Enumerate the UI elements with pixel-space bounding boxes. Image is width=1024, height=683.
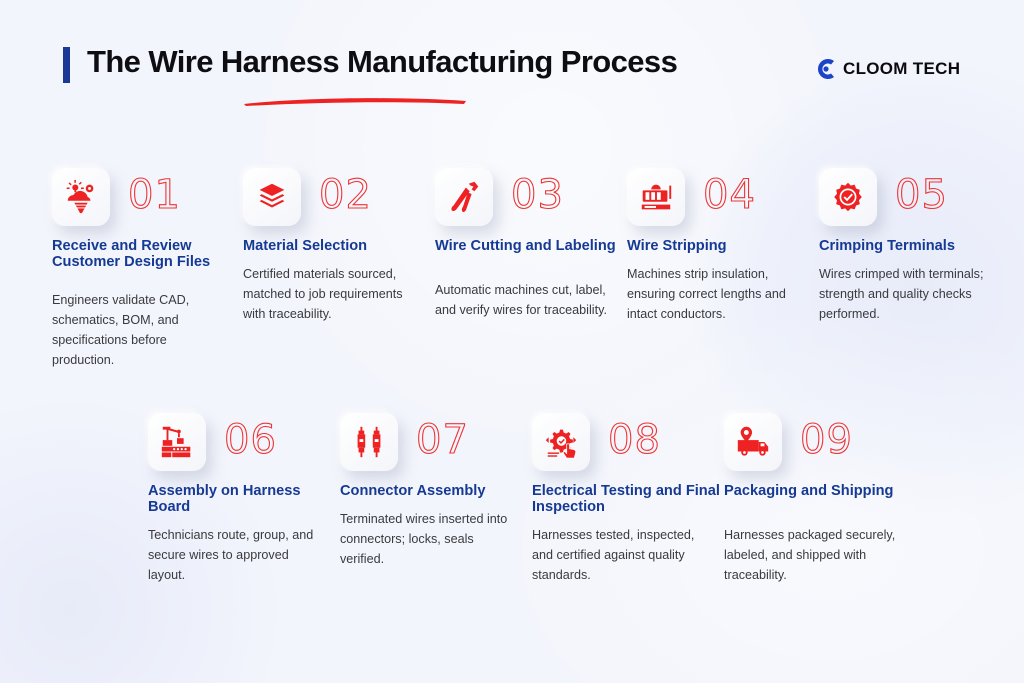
step-description: Wires crimped with terminals; strength a… [819,267,984,321]
brand-name: CLOOM TECH [843,59,961,78]
quality-badge-check-icon [834,182,862,212]
step-number: 08 [607,416,661,463]
step-icon-tile [435,168,493,226]
step-number: 06 [223,416,277,463]
step-number: 04 [702,171,756,218]
brand-logo: CLOOM TECH [815,56,960,82]
page-title: The Wire Harness Manufacturing Process [87,44,678,79]
step-icon-tile [243,168,301,226]
step-title: Packaging and Shipping [724,483,894,499]
step-title: Wire Stripping [627,238,727,254]
step-description: Engineers validate CAD, schematics, BOM,… [52,293,190,367]
step-title: Crimping Terminals [819,238,955,254]
gear-check-touch-icon [545,429,577,459]
step-icon-tile [724,413,782,471]
step-description: Machines strip insulation, ensuring corr… [627,267,786,321]
step-number: 07 [415,416,469,463]
step-title: Wire Cutting and Labeling [435,238,616,254]
connector-plugs-icon [357,426,381,458]
step-description: Automatic machines cut, label, and verif… [435,283,607,317]
step-number: 01 [127,171,181,218]
stripping-machine-icon [641,184,672,210]
step-icon-tile [627,168,685,226]
step-number: 05 [894,171,948,218]
step-number: 09 [799,416,853,463]
title-underline-swoosh [244,98,466,106]
delivery-truck-location-icon [737,426,769,456]
step-icon-tile [819,168,877,226]
step-title: Electrical Testing and Final Inspection [532,483,720,515]
step-number: 03 [510,171,564,218]
step-description: Terminated wires inserted into connector… [340,512,508,566]
idea-cloud-gear-icon [66,179,94,214]
title-accent-bar [63,47,70,83]
cloom-logo-icon [818,59,834,79]
step-title: Receive and Review Customer Design Files [52,238,211,270]
wire-cutter-icon [451,181,479,213]
step-icon-tile [148,413,206,471]
step-icon-tile [532,413,590,471]
step-description: Technicians route, group, and secure wir… [148,528,314,582]
layers-stack-icon [259,183,285,208]
step-description: Certified materials sourced, matched to … [243,267,403,321]
step-icon-tile [52,168,110,226]
step-number: 02 [318,171,372,218]
robot-arm-conveyor-icon [161,426,191,458]
header: The Wire Harness Manufacturing Process C… [0,0,1024,120]
step-title: Material Selection [243,238,368,254]
step-title: Connector Assembly [340,483,486,499]
step-description: Harnesses tested, inspected, and certifi… [532,528,695,582]
step-description: Harnesses packaged securely, labeled, an… [724,528,896,582]
step-icon-tile [340,413,398,471]
step-title: Assembly on Harness Board [148,483,301,515]
